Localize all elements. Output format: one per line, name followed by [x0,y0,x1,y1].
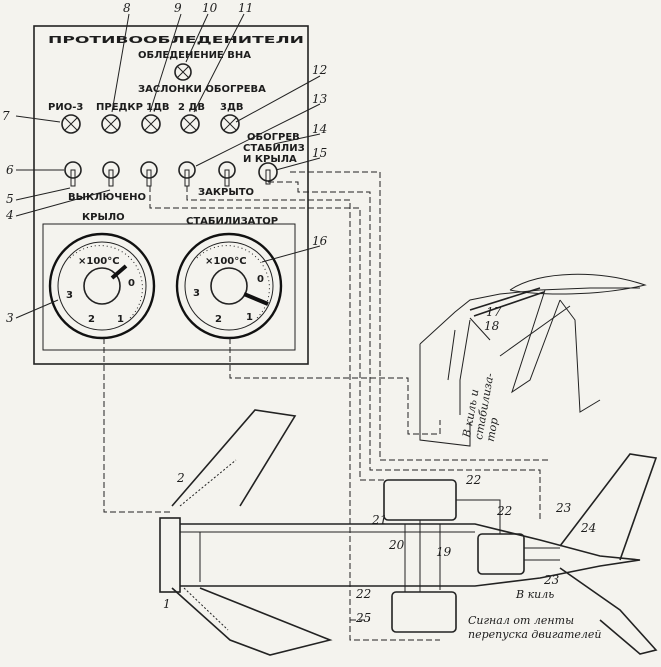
toggle-4[interactable] [178,161,196,187]
toggle-1[interactable] [64,161,82,187]
callout-22b: 22 [496,504,512,518]
callout-14: 14 [312,122,327,136]
gauge-wing-unit: ×100°C [78,256,120,267]
gauge-stab-0: 0 [257,274,264,285]
callout-18: 18 [484,319,500,333]
toggle-3[interactable] [140,161,158,187]
callout-1: 1 [163,597,171,611]
lamp-label-1dv: 1ДВ [146,102,170,113]
vna-label: ОБЛЕДЕНЕНИЕ ВНА [138,50,251,61]
panel-title: ПРОТИВООБЛЕДЕНИТЕЛИ [48,35,304,46]
callout-16: 16 [312,234,328,248]
callout-2: 2 [176,471,185,485]
caption-keel: В киль [515,588,554,601]
callout-22a: 22 [465,473,481,487]
wiring [103,171,548,641]
lamp-2dv[interactable] [180,114,200,134]
caption-signal-2: перепуска двигателей [468,628,602,641]
gauge-left-title: КРЫЛО [82,212,125,223]
lamp-3dv[interactable] [220,114,240,134]
callout-4: 4 [5,208,14,222]
callout-22c: 22 [355,587,371,601]
heat-label-3: И КРЫЛА [243,154,297,165]
gauge-right-title: СТАБИЛИЗАТОР [186,216,278,227]
caption-signal-1: Сигнал от ленты [468,614,574,627]
lamp-1dv[interactable] [141,114,161,134]
callout-25: 25 [355,611,371,625]
callout-21: 21 [371,513,387,527]
callout-10: 10 [202,1,218,15]
lamp-label-predkr: ПРЕДКР [96,102,143,113]
callout-15: 15 [312,146,327,160]
callout-23b: 23 [543,573,560,587]
callout-8: 8 [123,1,131,15]
toggle-heat[interactable] [258,162,278,185]
callout-6: 6 [6,163,14,177]
gauge-wing-0: 0 [128,278,135,289]
toggle-2[interactable] [102,161,120,187]
gauge-wing-1: 1 [117,314,124,325]
callout-17: 17 [486,305,502,319]
gauge-stab-2: 2 [215,314,222,325]
callout-20: 20 [388,538,405,552]
callout-3: 3 [6,311,14,325]
gauge-wing: ×100°C 0 1 2 3 [48,232,156,340]
gauge-stab-unit: ×100°C [205,256,247,267]
lamp-label-3dv: 3ДВ [220,102,244,113]
vna-lamp[interactable] [174,63,192,81]
callouts: 1 2 3 4 5 6 7 8 9 10 11 12 13 14 15 16 1… [2,1,596,625]
toggle-5[interactable] [218,161,236,187]
callout-13: 13 [312,92,328,106]
callout-19: 19 [436,545,452,559]
heat-label-1: ОБОГРЕВ [247,132,300,143]
gauge-stabilizer: ×100°C 0 1 2 3 [175,232,283,340]
gauge-wing-2: 2 [88,314,95,325]
off-label: ВЫКЛЮЧЕНО [68,192,146,203]
callout-9: 9 [174,1,182,15]
caption-keel-stab-3: тор [484,417,501,443]
flaps-label: ЗАСЛОНКИ ОБОГРЕВА [138,84,266,95]
heat-label-2: СТАБИЛИЗ [243,143,305,154]
aircraft-plan [159,409,658,656]
gauge-stab-1: 1 [246,312,253,323]
callout-23a: 23 [555,501,572,515]
callout-7: 7 [2,109,10,123]
stabilizer-inset [419,273,647,447]
gauge-wing-3: 3 [66,290,73,301]
callout-24: 24 [580,521,596,535]
lamp-label-rio3: РИО-3 [48,102,83,113]
lamp-label-2dv: 2 ДВ [178,102,205,113]
lamp-rio3[interactable] [61,114,81,134]
control-panel: ПРОТИВООБЛЕДЕНИТЕЛИ ОБЛЕДЕНЕНИЕ ВНА ЗАСЛ… [33,25,309,365]
lamp-predkr[interactable] [101,114,121,134]
closed-label: ЗАКРЫТО [198,187,254,198]
leader-lines [15,13,321,319]
callout-11: 11 [238,1,253,15]
callout-5: 5 [6,192,14,206]
gauge-stab-3: 3 [193,288,200,299]
callout-12: 12 [312,63,327,77]
